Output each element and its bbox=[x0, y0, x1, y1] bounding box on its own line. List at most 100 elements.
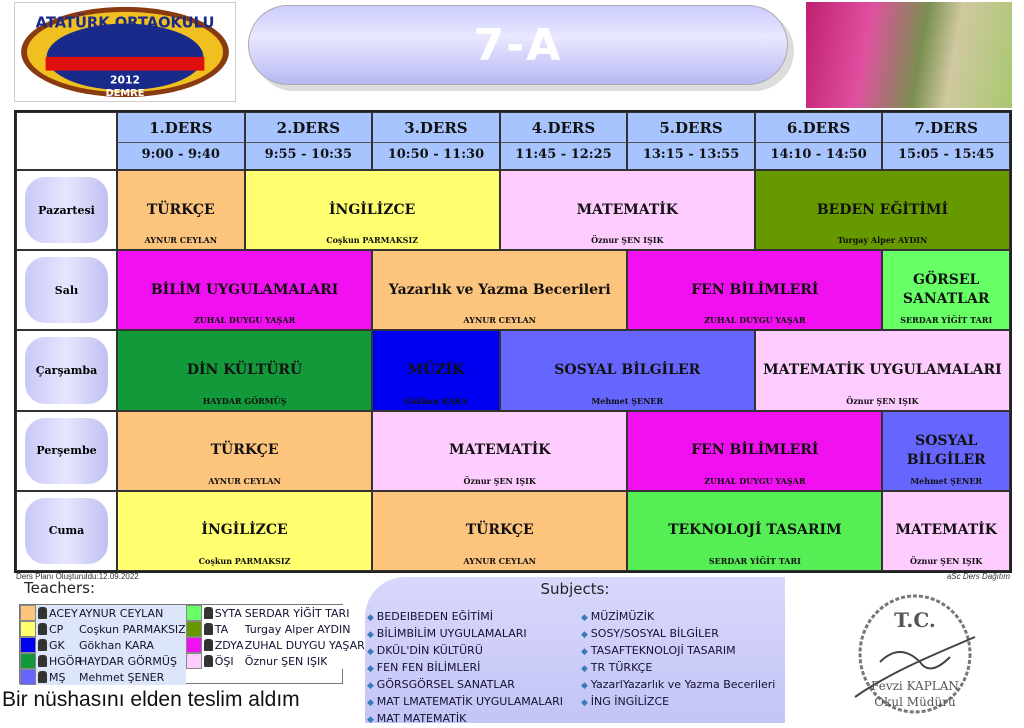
teacher-color-swatch bbox=[20, 605, 36, 621]
teacher-code: CP bbox=[49, 622, 64, 636]
period-header: 5.DERS 13:15 - 13:55 bbox=[627, 112, 755, 170]
teacher-code: MŞ bbox=[49, 670, 66, 684]
teacher-color-swatch bbox=[185, 605, 202, 621]
day-label: Çarşamba bbox=[25, 337, 108, 404]
period-time: 14:10 - 14:50 bbox=[770, 147, 867, 162]
period-time: 11:45 - 12:25 bbox=[515, 147, 612, 162]
teacher-name: Coşkun PARMAKSIZ bbox=[79, 622, 186, 636]
lesson-subject: İNGİLİZCE bbox=[328, 201, 416, 218]
period-time: 13:15 - 13:55 bbox=[642, 147, 740, 162]
period-label: 4.DERS bbox=[500, 119, 627, 143]
lesson-cell[interactable]: MATEMATİK UYGULAMALARI Öznur ŞEN IŞIK bbox=[754, 330, 1010, 411]
svg-text:DEMRE: DEMRE bbox=[106, 88, 145, 99]
lesson-teacher: Coşkun PARMAKSIZ bbox=[326, 235, 419, 246]
teacher-color-swatch bbox=[20, 653, 36, 669]
subject-item: DKÜL'DİN KÜLTÜRÜ bbox=[367, 643, 563, 660]
lesson-subject: TEKNOLOJİ TASARIM bbox=[668, 522, 842, 539]
subject-item: TASAFTEKNOLOJİ TASARIM bbox=[581, 643, 775, 660]
subject-item: BEDEIBEDEN EĞİTİMİ bbox=[367, 609, 563, 626]
lesson-teacher: ZUHAL DUYGU YAŞAR bbox=[193, 315, 296, 326]
period-label: 2.DERS bbox=[245, 119, 372, 143]
subjects-title: Subjects: bbox=[540, 580, 610, 598]
lesson-subject: TÜRKÇE bbox=[210, 442, 279, 459]
lesson-cell[interactable]: İNGİLİZCE Coşkun PARMAKSIZ bbox=[244, 170, 500, 251]
teacher-name: Gökhan KARA bbox=[79, 638, 155, 652]
teacher-icon bbox=[203, 655, 213, 667]
class-title: 7-A bbox=[248, 5, 788, 85]
subject-item: BİLİMBİLİM UYGULAMALARI bbox=[367, 626, 563, 643]
lesson-cell[interactable]: MATEMATİK Öznur ŞEN IŞIK bbox=[372, 410, 628, 491]
lesson-subject: MATEMATİK bbox=[576, 201, 678, 218]
lesson-subject: MATEMATİK UYGULAMALARI bbox=[763, 361, 1002, 378]
lesson-subject: MATEMATİK bbox=[895, 522, 997, 539]
teacher-name: AYNUR CEYLAN bbox=[79, 606, 164, 620]
teacher-icon bbox=[38, 623, 47, 635]
lesson-subject: BEDEN EĞİTİMİ bbox=[816, 201, 948, 218]
created-date: Ders Planı Oluşturuldu:12.09.2022 bbox=[16, 572, 139, 581]
teacher-icon bbox=[38, 671, 47, 683]
subjects-list-right: MÜZİMÜZİKSOSY/SOSYAL BİLGİLERTASAFTEKNOL… bbox=[581, 609, 776, 711]
lesson-subject: Yazarlık ve Yazma Becerileri bbox=[388, 281, 611, 298]
teacher-color-swatch bbox=[20, 621, 36, 637]
lesson-teacher: Öznur ŞEN IŞIK bbox=[846, 395, 919, 406]
teacher-legend-item: CP Coşkun PARMAKSIZ bbox=[20, 621, 186, 637]
subject-item: TR TÜRKÇE bbox=[581, 660, 775, 677]
subject-item: MAT LMATEMATİK UYGULAMALARI bbox=[367, 694, 563, 711]
svg-text:Okul Müdürü: Okul Müdürü bbox=[874, 695, 956, 709]
receipt-text: Bir nüshasını elden teslim aldım bbox=[2, 688, 300, 711]
lesson-teacher: Mehmet ŞENER bbox=[910, 475, 983, 486]
lesson-subject: MATEMATİK bbox=[449, 442, 551, 459]
teacher-icon bbox=[38, 655, 47, 667]
period-time: 10:50 - 11:30 bbox=[387, 147, 485, 162]
lesson-teacher: Öznur ŞEN IŞIK bbox=[463, 475, 536, 486]
teachers-title: Teachers: bbox=[24, 579, 96, 597]
lesson-teacher: Öznur ŞEN IŞIK bbox=[591, 235, 664, 246]
teacher-icon bbox=[203, 623, 213, 635]
subject-item: GÖRSGÖRSEL SANATLAR bbox=[367, 677, 563, 694]
lesson-teacher: SERDAR YİĞİT TARI bbox=[900, 315, 993, 326]
lesson-subject: SOSYAL BİLGİLER bbox=[554, 361, 701, 378]
day-label: Perşembe bbox=[25, 417, 108, 484]
teacher-icon bbox=[203, 639, 213, 651]
subject-item: YazarlYazarlık ve Yazma Becerileri bbox=[581, 677, 776, 694]
teacher-name: HAYDAR GÖRMÜŞ bbox=[79, 654, 177, 668]
teacher-code: ÖŞI bbox=[214, 654, 234, 668]
period-label: 5.DERS bbox=[628, 119, 754, 143]
day-label: Cuma bbox=[25, 497, 108, 564]
teacher-color-swatch bbox=[185, 621, 202, 637]
day-cell: Cuma bbox=[16, 490, 117, 571]
official-stamp: T.C. Fevzi KAPLAN Okul Müdürü bbox=[850, 592, 980, 717]
lesson-subject: TÜRKÇE bbox=[465, 522, 534, 539]
lesson-subject: FEN BİLİMLERİ bbox=[691, 281, 819, 298]
period-label: 1.DERS bbox=[118, 119, 244, 143]
day-cell: Perşembe bbox=[16, 410, 117, 491]
lesson-cell[interactable]: MATEMATİK Öznur ŞEN IŞIK bbox=[499, 170, 755, 251]
svg-text:ATATÜRK ORTAOKULU: ATATÜRK ORTAOKULU bbox=[36, 14, 215, 32]
